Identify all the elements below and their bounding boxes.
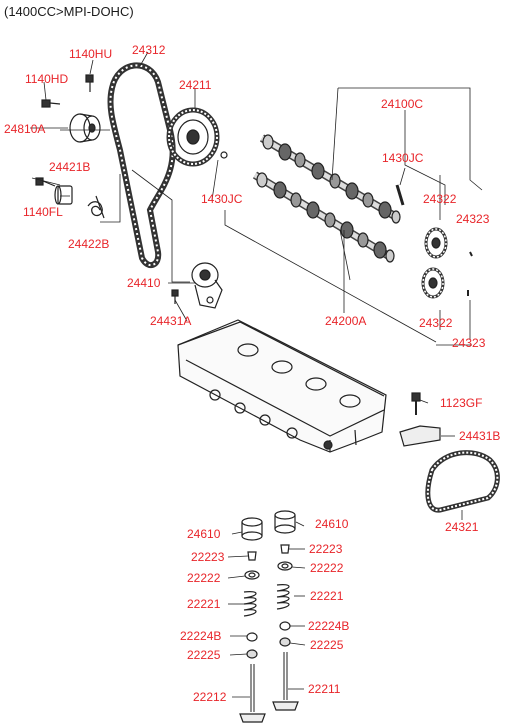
spacer-24421b <box>54 185 73 205</box>
timing-belt-tensioner <box>191 262 223 309</box>
cam-sprocket-upper <box>424 227 448 259</box>
callout-24323-lower: 24323 <box>452 336 486 350</box>
callout-24422b: 24422B <box>68 237 110 251</box>
tensioner-spring <box>87 195 105 219</box>
timing-belt <box>107 62 176 269</box>
cam-sprocket-pulley <box>166 107 220 167</box>
bolt-1140fl <box>35 177 56 187</box>
exhaust-camshaft <box>252 171 395 263</box>
callout-22211: 22211 <box>308 682 341 696</box>
plug-right <box>395 184 405 206</box>
bolt-24431a <box>171 289 179 304</box>
callout-1140hd: 1140HD <box>25 72 69 86</box>
leader-lines <box>30 51 483 698</box>
timing-chain <box>425 450 500 513</box>
callout-22222-left: 22222 <box>187 571 221 585</box>
callout-24312: 24312 <box>132 43 166 57</box>
callout-22225-right: 22225 <box>310 638 344 652</box>
callout-22224b-right: 22224B <box>308 619 350 633</box>
callout-24322-upper: 24322 <box>423 192 457 206</box>
callout-22222-right: 22222 <box>310 561 344 575</box>
cylinder-head <box>177 319 387 453</box>
valve-train-right <box>272 510 299 711</box>
plug-left <box>220 151 228 159</box>
callout-24610-right: 24610 <box>315 517 349 531</box>
callout-22225-left: 22225 <box>187 648 221 662</box>
callout-24321: 24321 <box>445 520 479 534</box>
intake-camshaft <box>259 134 401 224</box>
callout-24431a: 24431A <box>150 314 192 328</box>
callout-22221-left: 22221 <box>187 597 221 611</box>
engine-spec-header: (1400CC>MPI-DOHC) <box>4 4 134 19</box>
callout-1140hu: 1140HU <box>69 47 113 61</box>
idler-pulley <box>69 113 101 143</box>
callout-22223-left: 22223 <box>191 550 225 564</box>
callout-1430jc-left: 1430JC <box>201 192 243 206</box>
callout-24100c: 24100C <box>381 97 424 111</box>
callout-22224b-left: 22224B <box>180 629 222 643</box>
callout-24410: 24410 <box>127 276 161 290</box>
bracket-24431b <box>399 425 441 447</box>
callout-1140fl: 1140FL <box>23 205 63 219</box>
callout-1123gf: 1123GF <box>440 396 483 410</box>
callout-24421b: 24421B <box>49 160 91 174</box>
callout-24610-left: 24610 <box>187 527 221 541</box>
callout-24810a: 24810A <box>4 122 46 136</box>
callout-22212: 22212 <box>193 690 227 704</box>
bolt-1140hd <box>41 99 61 108</box>
callout-24323-upper: 24323 <box>456 212 490 226</box>
callout-24322-lower: 24322 <box>419 316 453 330</box>
valve-train-left <box>239 517 266 723</box>
callout-24200a: 24200A <box>325 314 367 328</box>
pin-upper <box>469 251 473 257</box>
callout-22223-right: 22223 <box>309 542 343 556</box>
callout-1430jc-right: 1430JC <box>382 151 424 165</box>
cam-sprocket-lower <box>421 267 445 299</box>
callout-24431b: 24431B <box>459 429 501 443</box>
bolt-1123gf <box>411 392 421 415</box>
callout-24211: 24211 <box>179 78 212 92</box>
bolt-1140hu <box>85 74 94 92</box>
callout-22221-right: 22221 <box>310 589 344 603</box>
